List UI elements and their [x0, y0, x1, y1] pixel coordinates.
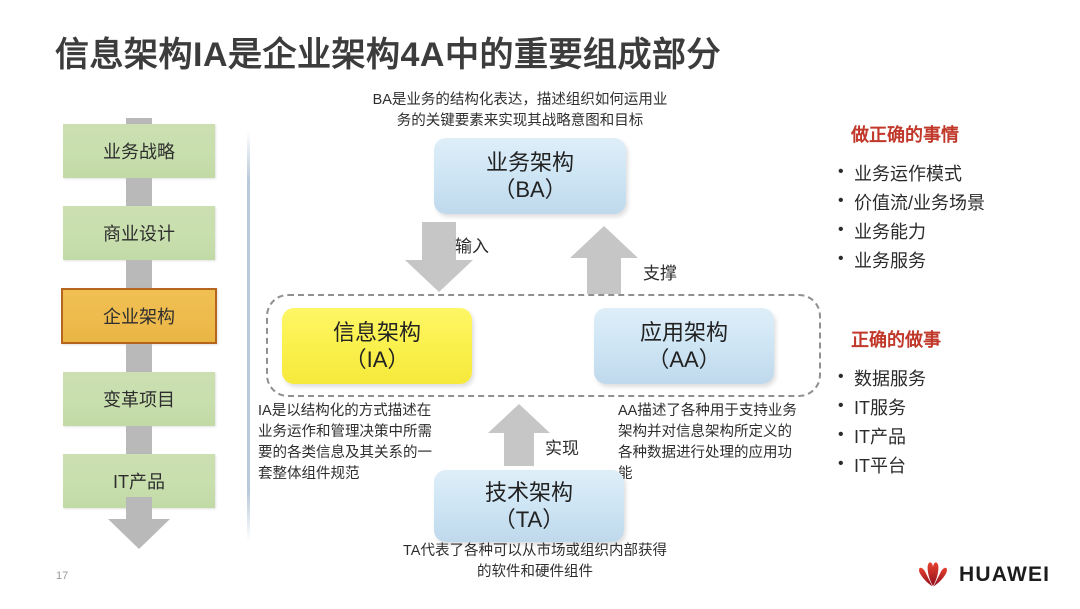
right-panel-heading-two: 正确的做事: [851, 330, 941, 350]
chain-item-enterprise-architecture[interactable]: 企业架构: [61, 288, 217, 344]
diagram-box-ta[interactable]: 技术架构 （TA）: [434, 470, 624, 542]
arrow-up-realize-icon: [488, 404, 550, 466]
diagram-box-aa-title: 应用架构: [639, 319, 728, 345]
chain-connector: [126, 260, 152, 288]
list-item: 价值流/业务场景: [836, 188, 985, 218]
diagram-box-ba[interactable]: 业务架构 （BA）: [434, 138, 626, 214]
diagram-box-aa[interactable]: 应用架构 （AA）: [594, 308, 774, 384]
diagram-box-ia-abbrev: （IA）: [344, 347, 410, 372]
diagram-box-ia[interactable]: 信息架构 （IA）: [282, 308, 472, 384]
chain-item-label: 商业设计: [103, 224, 175, 244]
diagram-box-ba-abbrev: （BA）: [493, 177, 567, 202]
list-item: 业务服务: [836, 246, 985, 276]
chain-item-label: 企业架构: [103, 307, 175, 327]
chain-item-transformation-project[interactable]: 变革项目: [63, 372, 215, 426]
list-item: IT平台: [836, 451, 926, 481]
right-panel-list-two: 数据服务 IT服务 IT产品 IT平台: [836, 364, 926, 482]
arrow-down-input-icon: [405, 222, 473, 292]
huawei-flower-icon: [919, 562, 947, 587]
page-title: 信息架构IA是企业架构4A中的重要组成部分: [55, 36, 721, 74]
arrow-label-support: 支撑: [643, 264, 677, 283]
caption-aa: AA描述了各种用于支持业务架构并对信息架构所定义的各种数据进行处理的应用功能: [618, 403, 797, 483]
diagram-box-ia-title: 信息架构: [332, 319, 421, 345]
diagram-box-aa-abbrev: （AA）: [647, 347, 721, 372]
chain-connector: [126, 426, 152, 454]
chain-item-business-design[interactable]: 商业设计: [63, 206, 215, 260]
vertical-divider: [247, 131, 250, 541]
caption-ta: TA代表了各种可以从市场或组织内部获得的软件和硬件组件: [403, 543, 667, 581]
arrow-up-support-icon: [570, 226, 638, 294]
list-item: IT服务: [836, 393, 926, 423]
arrow-label-input: 输入: [455, 237, 489, 256]
diagram-box-ta-abbrev: （TA）: [493, 507, 565, 532]
chain-item-label: 变革项目: [103, 390, 175, 410]
huawei-wordmark: HUAWEI: [959, 563, 1051, 586]
caption-ba: BA是业务的结构化表达，描述组织如何运用业务的关键要素来实现其战略意图和目标: [372, 92, 668, 130]
huawei-logo: HUAWEI: [916, 562, 1050, 588]
chain-item-label: 业务战略: [103, 142, 175, 162]
list-item: IT产品: [836, 422, 926, 452]
right-panel-heading-one: 做正确的事情: [851, 125, 959, 145]
chain-connector: [126, 178, 152, 206]
diagram-box-ta-title: 技术架构: [484, 479, 573, 505]
diagram-box-ba-title: 业务架构: [485, 149, 574, 175]
arrow-label-realize: 实现: [545, 439, 579, 458]
list-item: 业务运作模式: [836, 159, 985, 189]
chain-connector: [126, 344, 152, 372]
chain-item-label: IT产品: [113, 472, 165, 492]
list-item: 数据服务: [836, 364, 926, 394]
list-item: 业务能力: [836, 217, 985, 247]
right-panel-list-one: 业务运作模式 价值流/业务场景 业务能力 业务服务: [836, 159, 985, 277]
page-number: 17: [56, 570, 69, 582]
caption-ia: IA是以结构化的方式描述在业务运作和管理决策中所需要的各类信息及其关系的一套整体…: [258, 403, 432, 483]
chain-item-business-strategy[interactable]: 业务战略: [63, 124, 215, 178]
dashed-grouping-box: [266, 294, 821, 397]
